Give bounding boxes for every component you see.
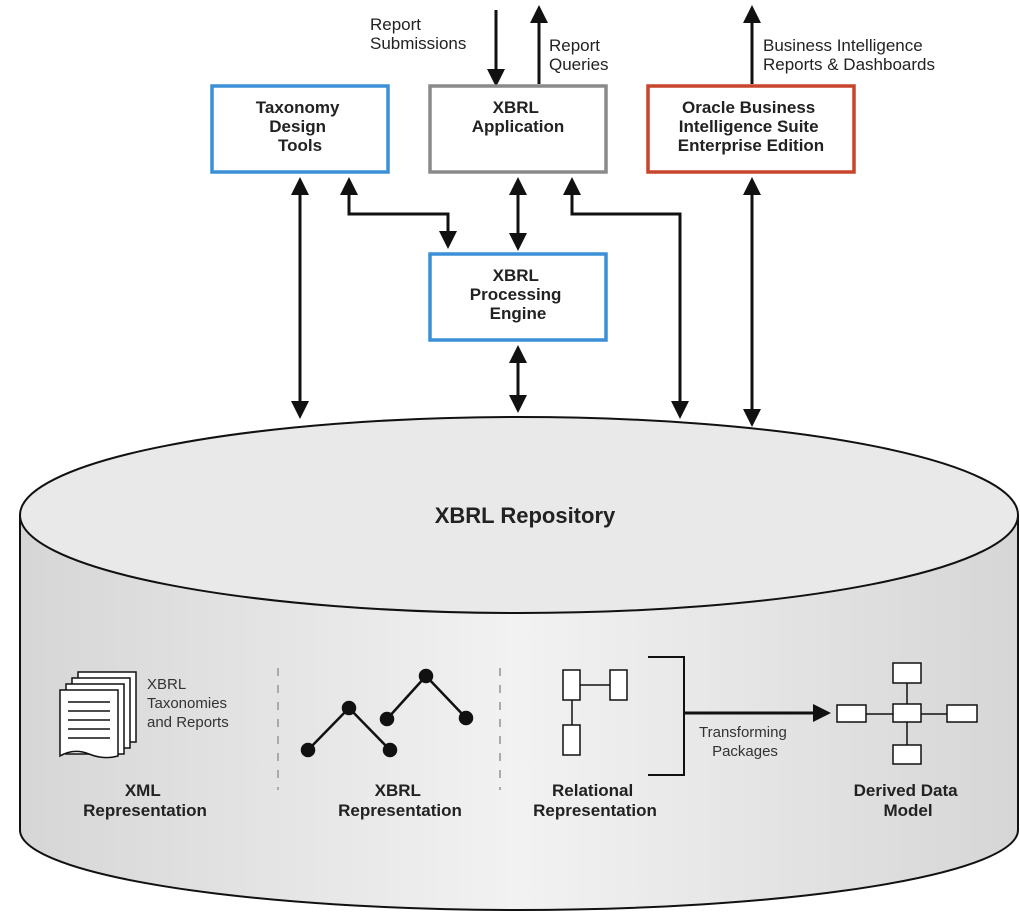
relational-representation-label: Relational Representation [533, 781, 657, 820]
xbrl-repository: XBRL Repository [19, 416, 1019, 911]
taxonomy-design-tools-box[interactable]: Taxonomy Design Tools [210, 84, 390, 174]
relational-tables-icon [562, 669, 628, 756]
repository-top [19, 416, 1019, 614]
svg-text:XBRL Application: XBRL Application [472, 98, 565, 136]
transforming-packages-label: Transforming Packages [699, 724, 791, 760]
svg-text:Oracle Business Intellig: Oracle Business Intelligence Suite Enter… [678, 98, 824, 155]
report-submissions-label: Report Submissions [370, 15, 466, 53]
relational-bracket [648, 656, 685, 776]
report-queries-label: Report Queries [549, 36, 609, 74]
application-repository-arrow [563, 177, 689, 419]
repository-title: XBRL Repository [435, 503, 616, 528]
xml-documents-icon [59, 671, 137, 759]
xml-docs-caption: XBRL Taxonomies and Reports [147, 676, 231, 731]
derived-model-label: Derived Data Model [854, 781, 963, 820]
xbrl-processing-engine-box[interactable]: XBRL Processing Engine [428, 252, 608, 342]
bi-reports-label: Business Intelligence Reports & Dashboar… [763, 36, 935, 74]
svg-text:Taxonomy Design To: Taxonomy Design Tools [256, 98, 345, 155]
taxonomy-engine-arrow [340, 177, 457, 249]
xbrl-representation-label: XBRL Representation [338, 781, 462, 820]
xml-representation-label: XML Representation [83, 781, 207, 820]
repository-body [19, 514, 1019, 911]
xbrl-application-box[interactable]: XBRL Application [428, 84, 608, 174]
xbrl-graph-icon [300, 668, 474, 758]
oracle-bi-suite-box[interactable]: Oracle Business Intelligence Suite Enter… [646, 84, 856, 174]
derived-model-icon [836, 662, 978, 765]
svg-text:XBRL Processing En: XBRL Processing Engine [470, 266, 566, 323]
